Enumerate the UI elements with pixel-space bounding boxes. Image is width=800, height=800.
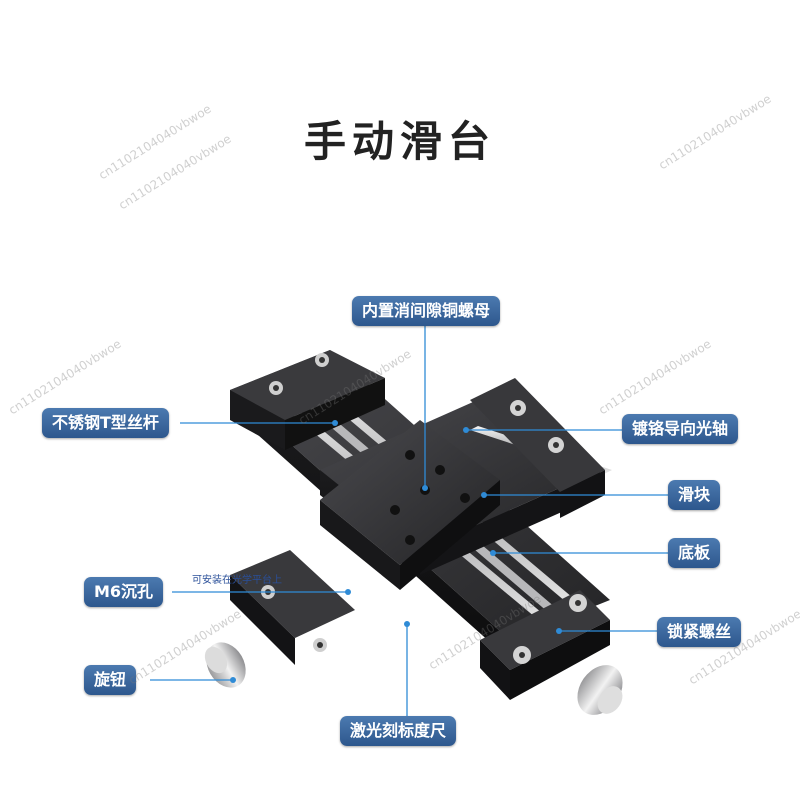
mount-note: 可安装在光学平台上 [192,575,282,586]
knob-right [577,665,623,715]
label-lock-screw: 锁紧螺丝 [657,617,742,647]
end-block-lower-left [230,550,355,665]
knob-left [204,642,246,688]
label-laser-scale: 激光刻标度尺 [340,716,457,746]
label-slider: 滑块 [668,480,721,510]
page-title: 手动滑台 [303,117,496,166]
label-base-plate: 底板 [668,538,721,568]
label-lead-screw: 不锈钢T型丝杆 [42,408,169,438]
leader-lines [150,326,668,720]
end-block-upper-left [230,350,385,450]
label-anti-backlash-nut: 内置消间隙铜螺母 [352,296,501,326]
end-block-lower-right [480,590,610,700]
label-m6-counterbore: M6沉孔 [84,577,164,607]
label-guide-shaft: 镀铬导向光轴 [622,414,739,444]
end-block-right [470,378,605,518]
label-knob: 旋钮 [84,665,137,695]
